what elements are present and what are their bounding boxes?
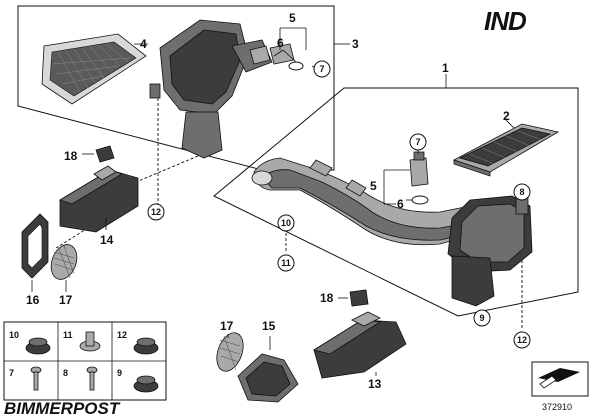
callout-3: 3 xyxy=(352,37,359,51)
air-filter-2 xyxy=(452,123,560,177)
hardware-label-7: 7 xyxy=(9,368,14,378)
callout-circle-7-upper: 7 xyxy=(313,60,331,78)
callout-15: 15 xyxy=(262,319,276,333)
reference-number: 372910 xyxy=(542,402,572,412)
callout-6-lower: 6 xyxy=(397,197,404,211)
callout-4: 4 xyxy=(140,37,147,51)
callout-circle-8: 8 xyxy=(513,183,531,201)
svg-text:8: 8 xyxy=(519,187,524,197)
callout-circle-12-upper: 12 xyxy=(147,203,165,221)
callout-13: 13 xyxy=(368,377,382,391)
callout-18-upper: 18 xyxy=(64,149,78,163)
svg-text:12: 12 xyxy=(517,335,527,345)
pad-18-bottom xyxy=(349,289,369,307)
hardware-grid xyxy=(3,321,167,401)
ind-logo-text: IND xyxy=(484,6,527,36)
bimmerpost-logo: BIMMERPOST xyxy=(4,399,121,418)
lower-group-frame xyxy=(213,87,579,317)
callout-17-left: 17 xyxy=(59,293,73,307)
airbox-housing-3 xyxy=(149,19,273,159)
reference-box xyxy=(531,361,589,397)
seal-15 xyxy=(237,353,299,403)
callout-circle-10: 10 xyxy=(277,214,295,232)
resonator-13 xyxy=(312,311,407,379)
svg-text:9: 9 xyxy=(479,313,484,323)
svg-text:12: 12 xyxy=(151,207,161,217)
callout-circle-11: 11 xyxy=(277,254,295,272)
callout-2: 2 xyxy=(503,109,510,123)
resonator-14 xyxy=(59,165,139,233)
callout-18-lower: 18 xyxy=(320,291,334,305)
sensor-set-lower xyxy=(409,151,429,205)
callout-5-lower: 5 xyxy=(370,179,377,193)
svg-text:10: 10 xyxy=(281,218,291,228)
svg-text:7: 7 xyxy=(319,64,324,74)
ind-logo: IND xyxy=(482,6,582,36)
callout-circle-7-lower: 7 xyxy=(409,133,427,151)
pad-18-top xyxy=(95,145,115,163)
callout-14: 14 xyxy=(100,233,114,247)
hardware-label-11: 11 xyxy=(63,330,73,340)
hardware-label-9: 9 xyxy=(117,368,122,378)
callout-17-bottom: 17 xyxy=(220,319,234,333)
callout-1: 1 xyxy=(442,61,449,75)
filter-element-4 xyxy=(41,33,147,105)
hardware-label-8: 8 xyxy=(63,368,68,378)
seal-frame-16 xyxy=(21,213,49,279)
svg-text:11: 11 xyxy=(281,258,291,268)
callout-6-upper: 6 xyxy=(277,36,284,50)
mesh-17-bottom xyxy=(216,332,244,372)
svg-text:7: 7 xyxy=(415,137,420,147)
sensor-set-upper xyxy=(269,43,304,71)
callout-circle-9: 9 xyxy=(473,309,491,327)
callout-circle-12-lower: 12 xyxy=(513,331,531,349)
mesh-17-left xyxy=(50,244,78,280)
callout-16: 16 xyxy=(26,293,40,307)
callout-5-upper: 5 xyxy=(289,11,296,25)
hardware-label-10: 10 xyxy=(9,330,19,340)
hardware-label-12: 12 xyxy=(117,330,127,340)
intake-assembly-1 xyxy=(251,157,533,307)
